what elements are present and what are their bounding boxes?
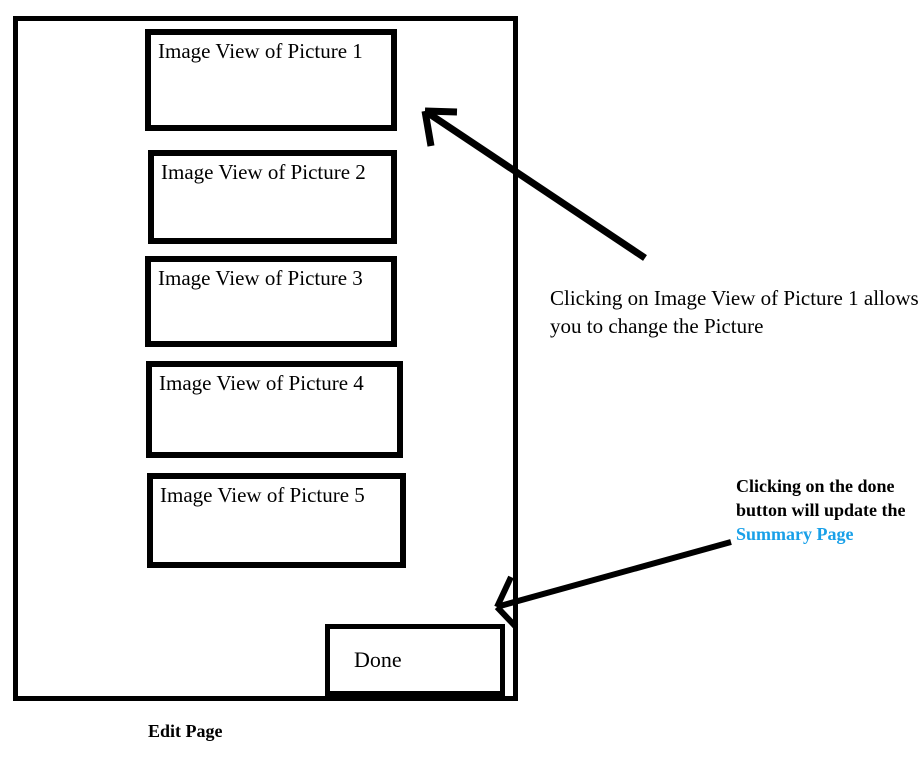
annotation-done-text: Clicking on the done button will update …	[736, 476, 906, 520]
image-view-label-5: Image View of Picture 5	[160, 483, 365, 507]
image-view-box-1[interactable]: Image View of Picture 1	[145, 29, 397, 131]
summary-page-link[interactable]: Summary Page	[736, 524, 854, 544]
done-button-label: Done	[354, 647, 402, 672]
image-view-label-2: Image View of Picture 2	[161, 160, 366, 184]
annotation-picture-note: Clicking on Image View of Picture 1 allo…	[550, 286, 919, 338]
image-view-label-3: Image View of Picture 3	[158, 266, 363, 290]
image-view-box-4[interactable]: Image View of Picture 4	[146, 361, 403, 458]
done-button[interactable]: Done	[325, 624, 505, 696]
image-view-label-1: Image View of Picture 1	[158, 39, 363, 63]
annotation-done-note: Clicking on the done button will update …	[736, 474, 923, 546]
image-view-box-2[interactable]: Image View of Picture 2	[148, 150, 397, 244]
image-view-box-5[interactable]: Image View of Picture 5	[147, 473, 406, 568]
arrow-to-done-button-icon	[494, 539, 732, 630]
image-view-label-4: Image View of Picture 4	[159, 371, 364, 395]
image-view-box-3[interactable]: Image View of Picture 3	[145, 256, 397, 347]
page-caption: Edit Page	[148, 721, 223, 741]
